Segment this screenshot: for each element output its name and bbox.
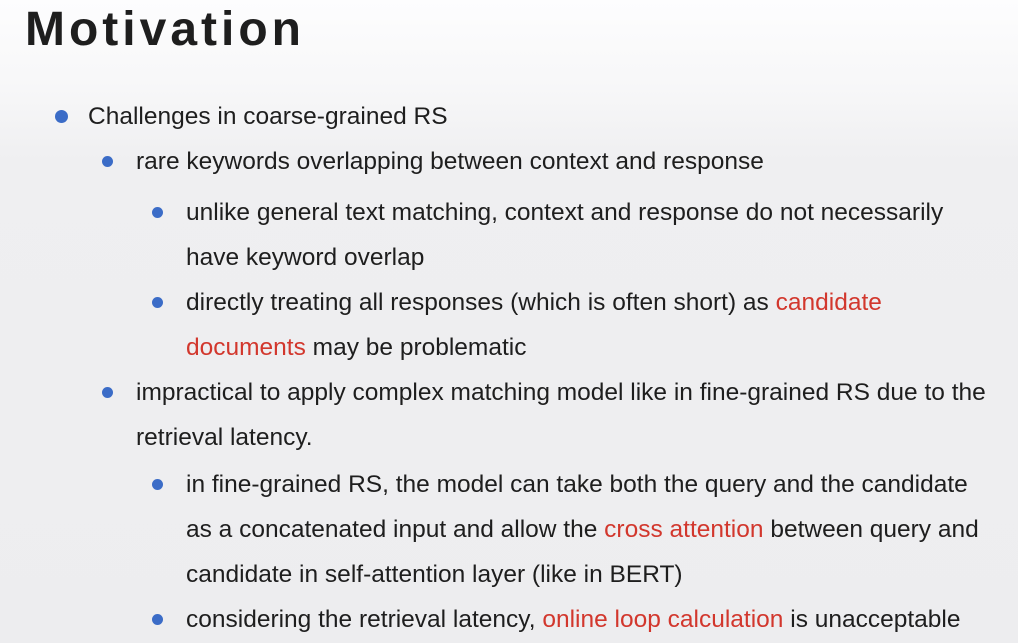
list-item: unlike general text matching, context an… bbox=[152, 190, 986, 280]
bullet-dot-icon bbox=[152, 479, 163, 490]
bullet-dot-icon bbox=[152, 614, 163, 625]
list-item: in fine-grained RS, the model can take b… bbox=[152, 462, 986, 597]
highlight-text: cross attention bbox=[604, 516, 764, 543]
list-item: considering the retrieval latency, onlin… bbox=[152, 597, 986, 642]
bullet-list: Challenges in coarse-grained RS rare keyw… bbox=[0, 94, 1018, 642]
bullet-dot-icon bbox=[102, 156, 113, 167]
text-segment: in fine-grained RS, the model can take b… bbox=[186, 471, 968, 543]
highlight-text: online loop calculation bbox=[542, 606, 784, 633]
highlight-text: candidate documents bbox=[186, 289, 882, 361]
list-item: Challenges in coarse-grained RS bbox=[55, 94, 988, 139]
bullet-dot-icon bbox=[152, 297, 163, 308]
bullet-dot-icon bbox=[102, 387, 113, 398]
list-item: impractical to apply complex matching mo… bbox=[102, 370, 1016, 460]
text-segment: is unacceptable bbox=[783, 606, 961, 633]
bullet-dot-icon bbox=[55, 110, 68, 123]
text-segment: Challenges in coarse-grained RS bbox=[88, 103, 448, 130]
bullet-dot-icon bbox=[152, 207, 163, 218]
text-segment: impractical to apply complex matching mo… bbox=[136, 379, 986, 451]
text-segment: unlike general text matching, context an… bbox=[186, 199, 944, 271]
list-item: directly treating all responses (which i… bbox=[152, 280, 986, 370]
list-item: rare keywords overlapping between contex… bbox=[102, 139, 1016, 184]
text-segment: between query and candidate in self-atte… bbox=[186, 516, 979, 588]
text-segment: considering the retrieval latency, bbox=[186, 606, 543, 633]
text-segment: may be problematic bbox=[305, 334, 527, 361]
slide-title: Motivation bbox=[25, 3, 305, 56]
text-segment: rare keywords overlapping between contex… bbox=[136, 148, 764, 175]
text-segment: directly treating all responses (which i… bbox=[186, 289, 776, 316]
